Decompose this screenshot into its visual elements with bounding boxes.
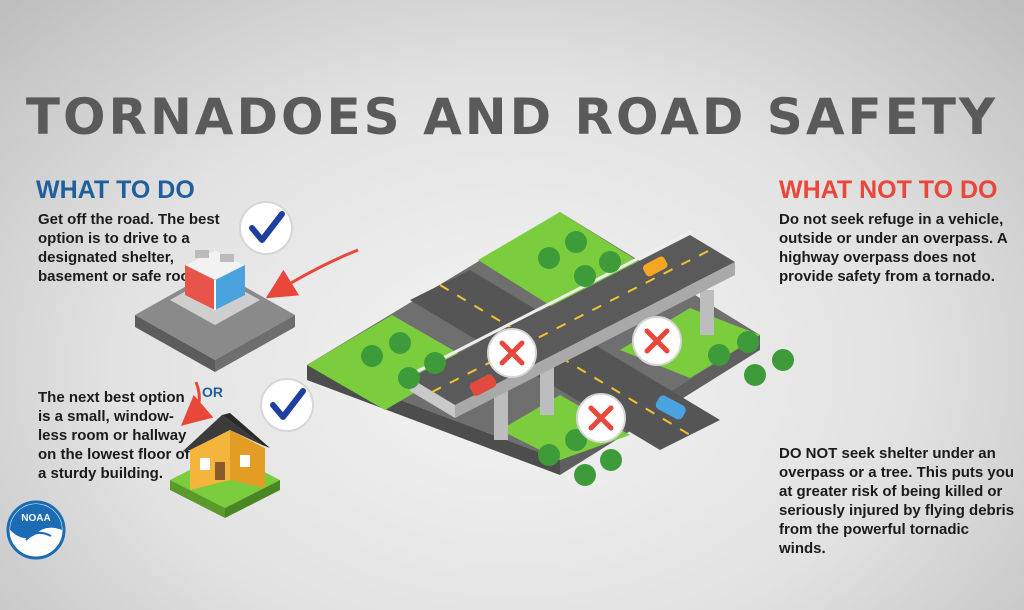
overpass-scene [307, 212, 794, 486]
arrow-icon [180, 381, 214, 426]
not-text1: Do not seek refuge in a vehicle, outside… [779, 211, 1008, 285]
what-to-do-heading: WHAT TO DO [36, 176, 195, 204]
x-icon [576, 393, 626, 443]
not-text2: DO NOT seek shelter under an overpass or… [779, 445, 1015, 557]
house [170, 413, 280, 518]
noaa-logo: NOAA [6, 500, 66, 565]
x-icon [632, 316, 682, 366]
check-icon [239, 201, 293, 255]
noaa-text: NOAA [21, 513, 50, 524]
option2-text: The next best option is a small, window-… [38, 389, 190, 482]
what-not-to-do-heading: WHAT NOT TO DO [779, 176, 998, 204]
x-icon [487, 328, 537, 378]
page-title: TORNADOES AND ROAD SAFETY [25, 88, 999, 146]
check-icon [260, 378, 314, 432]
arrow-icon [265, 248, 359, 299]
option1-text: Get off the road. The best option is to … [38, 211, 220, 285]
city-block [135, 250, 295, 372]
